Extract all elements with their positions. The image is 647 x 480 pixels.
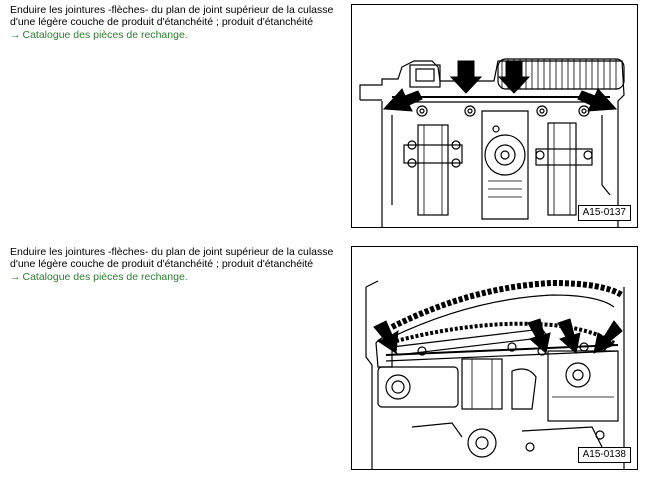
sealant-arrow-icon [593,320,623,354]
instruction-text-line: d'une légère couche de produit d'étanché… [10,16,314,28]
engine-figure-2: A15-0138 [351,246,638,470]
instruction-text-line: Enduire les jointures -flèches- du plan … [10,246,334,258]
catalogue-link-text: Catalogue des pièces de rechange. [22,29,188,41]
catalogue-link[interactable]: →Catalogue des pièces de rechange. [10,29,188,41]
figure-label: A15-0137 [577,205,631,221]
catalogue-link[interactable]: →Catalogue des pièces de rechange. [10,271,188,283]
instruction-block-2: Enduire les jointures -flèches- du plan … [10,246,345,283]
instruction-block-1: Enduire les jointures -flèches- du plan … [10,4,345,41]
sealant-arrow-icon [527,318,551,354]
figure-label: A15-0138 [577,447,631,463]
sealant-arrows [382,60,618,112]
arrow-right-icon: → [10,271,21,283]
catalogue-link-text: Catalogue des pièces de rechange. [22,271,188,283]
instruction-text-line: Enduire les jointures -flèches- du plan … [10,4,334,16]
sealant-arrows [373,318,623,354]
arrow-right-icon: → [10,29,21,41]
sealant-arrow-icon [449,60,483,94]
sealant-arrow-icon [557,318,581,354]
sealant-arrow-icon [373,320,399,354]
engine-figure-1: A15-0137 [351,4,638,228]
sealant-arrow-icon [497,60,531,94]
sealant-arrow-icon [577,88,618,112]
sealant-arrow-icon [382,88,423,112]
instruction-text-line: d'une légère couche de produit d'étanché… [10,258,314,270]
